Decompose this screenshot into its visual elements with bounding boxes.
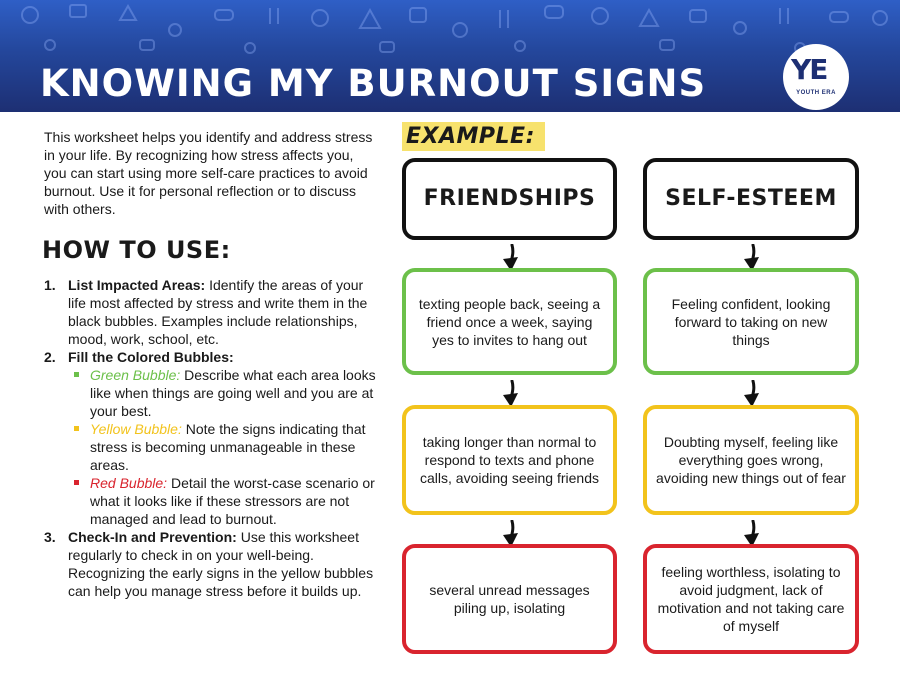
page-title: KNOWING MY BURNOUT SIGNS xyxy=(40,62,707,105)
example-label: EXAMPLE: xyxy=(402,122,545,151)
step-number: 3. xyxy=(44,529,56,545)
how-to-use-steps: 1. List Impacted Areas: Identify the are… xyxy=(44,276,384,600)
step-number: 1. xyxy=(44,277,56,293)
arrow-down-icon xyxy=(503,520,518,547)
intro-paragraph: This worksheet helps you identify and ad… xyxy=(44,129,373,217)
yellow-bubble-instruction: Yellow Bubble: Note the signs indicating… xyxy=(44,420,384,474)
step-3: 3. Check-In and Prevention: Use this wor… xyxy=(44,528,384,600)
youth-era-logo: YE YOUTH ERA xyxy=(783,44,849,110)
green-bubble-friendships: texting people back, seeing a friend onc… xyxy=(402,268,617,375)
arrow-down-icon xyxy=(744,380,759,407)
bullet-text: Describe what each area looks like when … xyxy=(90,367,376,419)
header-banner: KNOWING MY BURNOUT SIGNS YE YOUTH ERA xyxy=(0,0,900,112)
yellow-bubble-self-esteem: Doubting myself, feeling like everything… xyxy=(643,405,859,515)
area-bubble-friendships: FRIENDSHIPS xyxy=(402,158,617,240)
logo-mark: YE xyxy=(791,53,828,86)
bullet-label: Green Bubble: xyxy=(90,367,181,383)
bullet-label: Yellow Bubble: xyxy=(90,421,182,437)
red-bubble-friendships: several unread messages piling up, isola… xyxy=(402,544,617,654)
step-title: Fill the Colored Bubbles: xyxy=(68,349,234,365)
step-1: 1. List Impacted Areas: Identify the are… xyxy=(44,276,384,348)
yellow-bullet-icon xyxy=(74,426,79,431)
step-text: Identify the areas of your life most aff… xyxy=(68,277,368,347)
step-number: 2. xyxy=(44,349,56,365)
logo-text: YOUTH ERA xyxy=(796,90,836,96)
red-bullet-icon xyxy=(74,480,79,485)
bullet-text: Detail the worst-case scenario or what i… xyxy=(90,475,375,527)
step-title: Check-In and Prevention: xyxy=(68,529,237,545)
area-bubble-self-esteem: SELF-ESTEEM xyxy=(643,158,859,240)
green-bubble-instruction: Green Bubble: Describe what each area lo… xyxy=(44,366,384,420)
arrow-down-icon xyxy=(744,244,759,271)
arrow-down-icon xyxy=(503,380,518,407)
doodle-pattern xyxy=(21,3,888,54)
red-bubble-instruction: Red Bubble: Detail the worst-case scenar… xyxy=(44,474,384,528)
arrow-down-icon xyxy=(744,520,759,547)
yellow-bubble-friendships: taking longer than normal to respond to … xyxy=(402,405,617,515)
step-2: 2. Fill the Colored Bubbles: xyxy=(44,348,384,366)
step-text: Use this worksheet regularly to check in… xyxy=(68,529,374,599)
green-bullet-icon xyxy=(74,372,79,377)
red-bubble-self-esteem: feeling worthless, isolating to avoid ju… xyxy=(643,544,859,654)
bullet-text: Note the signs indicating that stress is… xyxy=(90,421,366,473)
how-to-use-heading: HOW TO USE: xyxy=(42,236,231,264)
arrow-down-icon xyxy=(503,244,518,271)
step-title: List Impacted Areas: xyxy=(68,277,206,293)
bullet-label: Red Bubble: xyxy=(90,475,168,491)
green-bubble-self-esteem: Feeling confident, looking forward to ta… xyxy=(643,268,859,375)
